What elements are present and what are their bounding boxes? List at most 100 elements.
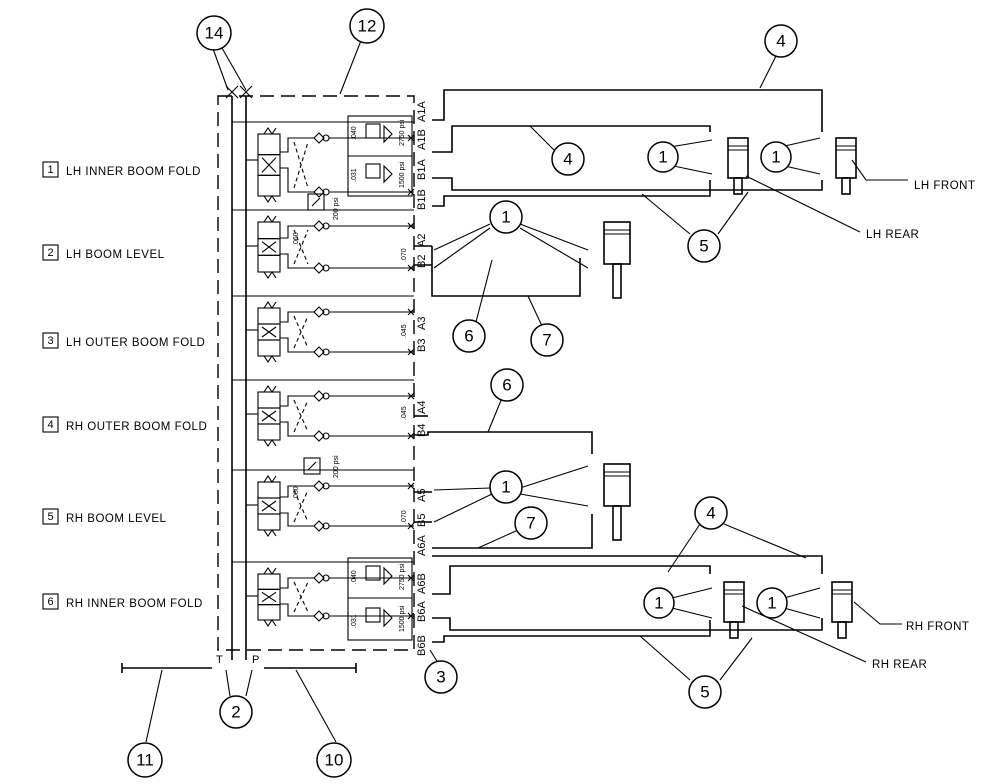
svg-text:7: 7 xyxy=(542,331,551,350)
callout-1: 1 xyxy=(756,587,788,619)
function-number-box xyxy=(42,161,59,178)
orifice-label: .045 xyxy=(401,324,408,338)
svg-text:1: 1 xyxy=(767,594,776,613)
port-label: B6A xyxy=(416,601,428,622)
function-name: LH BOOM LEVEL xyxy=(66,249,165,261)
orifice-label: .060 xyxy=(293,232,300,246)
callout-7: 7 xyxy=(530,323,564,357)
orifice-label: .070 xyxy=(401,248,408,262)
orifice-label: .031 xyxy=(351,614,358,628)
cylinder-label-rh-rear: RH REAR xyxy=(872,659,927,671)
svg-text:1: 1 xyxy=(501,478,510,497)
cylinder-lh-rear xyxy=(727,137,749,195)
plug-x-mark xyxy=(239,85,253,99)
function-name: RH BOOM LEVEL xyxy=(66,513,167,525)
cylinder-lh-front xyxy=(835,137,857,195)
port-label: B4 xyxy=(416,424,428,437)
orifice-label: .060 xyxy=(293,486,300,500)
svg-text:11: 11 xyxy=(136,751,154,770)
relief-label: 1500 psi xyxy=(399,605,406,632)
callout-1: 1 xyxy=(489,200,523,234)
function-number: 5 xyxy=(47,511,53,523)
callout-11: 11 xyxy=(127,742,163,778)
port-label: A6A xyxy=(416,535,428,556)
callout-10: 10 xyxy=(316,742,352,778)
cylinder-rh-front xyxy=(831,581,853,639)
callout-12: 12 xyxy=(349,8,385,44)
relief-block-rh-level: 200 psi xyxy=(303,455,340,478)
function-label-2: 2 LH BOOM LEVEL xyxy=(42,244,165,261)
port-label: B2 xyxy=(416,255,428,268)
cylinders xyxy=(603,137,857,639)
function-label-3: 3 LH OUTER BOOM FOLD xyxy=(42,332,205,349)
leader-lines xyxy=(145,37,821,743)
callout-4: 4 xyxy=(694,496,728,530)
cylinder-labels: LH FRONT LH REAR RH FRONT RH REAR xyxy=(741,159,975,671)
function-number-box xyxy=(42,593,59,610)
relief-block-lh: .040 .031 2750 psi 1500 psi xyxy=(347,115,413,197)
svg-text:4: 4 xyxy=(706,504,715,523)
directional-valve-section xyxy=(232,295,415,363)
callout-1: 1 xyxy=(647,141,679,173)
directional-valve-section xyxy=(232,561,415,627)
plug-x-mark xyxy=(225,85,239,99)
port-label: A5 xyxy=(416,489,428,502)
svg-text:1: 1 xyxy=(654,594,663,613)
port-label: A2 xyxy=(416,234,428,247)
callout-5: 5 xyxy=(687,229,721,263)
cylinder-rh-rear xyxy=(723,581,745,639)
function-number-box xyxy=(42,508,59,525)
port-label: A4 xyxy=(416,401,428,414)
callout-6: 6 xyxy=(490,368,524,402)
relief-label: 2750 psi xyxy=(399,119,406,146)
supply-rails xyxy=(225,85,253,660)
port-label: A1B xyxy=(416,129,428,150)
svg-text:4: 4 xyxy=(563,150,572,169)
svg-text:7: 7 xyxy=(526,514,535,533)
callout-6: 6 xyxy=(452,319,486,353)
callout-4: 4 xyxy=(551,142,585,176)
port-label: B3 xyxy=(416,339,428,352)
callout-1: 1 xyxy=(760,141,792,173)
hose-lines xyxy=(121,89,823,673)
valve-sections xyxy=(232,121,415,627)
valve-block-outline xyxy=(217,95,415,651)
function-number-box xyxy=(42,244,59,261)
relief-label: 200 psi xyxy=(333,197,340,220)
relief-label: 200 psi xyxy=(333,455,340,478)
function-number: 4 xyxy=(47,419,53,431)
svg-text:5: 5 xyxy=(699,237,708,256)
directional-valve-section xyxy=(232,209,415,279)
svg-text:5: 5 xyxy=(700,683,709,702)
svg-text:10: 10 xyxy=(325,751,344,770)
function-number: 2 xyxy=(47,247,53,259)
function-label-4: 4 RH OUTER BOOM FOLD xyxy=(42,416,207,433)
function-number: 3 xyxy=(47,335,53,347)
callout-5: 5 xyxy=(688,675,722,709)
port-label: A3 xyxy=(416,317,428,330)
function-name: RH INNER BOOM FOLD xyxy=(66,598,203,610)
function-number: 6 xyxy=(47,596,53,608)
port-labels: A1A A1B B1A B1B A2 B2 A3 B3 A4 B4 A5 B5 … xyxy=(216,101,428,666)
port-label-tank: T xyxy=(216,654,223,666)
callout-1: 1 xyxy=(643,587,675,619)
cylinder-lh-level xyxy=(603,221,631,299)
cylinder-label-lh-rear: LH REAR xyxy=(866,229,919,241)
relief-block-rh: .040 .031 2750 psi 1500 psi xyxy=(347,557,413,641)
orifice-label: .045 xyxy=(401,406,408,420)
directional-valve-section xyxy=(232,469,415,537)
function-label-5: 5 RH BOOM LEVEL xyxy=(42,508,167,525)
callout-3: 3 xyxy=(424,660,458,694)
svg-text:3: 3 xyxy=(436,668,445,687)
orifice-label: .040 xyxy=(351,126,358,140)
function-number-box xyxy=(42,332,59,349)
function-label-1: 1 LH INNER BOOM FOLD xyxy=(42,161,201,178)
relief-label: 1500 psi xyxy=(399,161,406,188)
svg-text:1: 1 xyxy=(771,148,780,167)
function-name: LH INNER BOOM FOLD xyxy=(66,166,201,178)
callout-14: 14 xyxy=(196,15,232,51)
callout-7: 7 xyxy=(514,506,548,540)
function-name: LH OUTER BOOM FOLD xyxy=(66,337,205,349)
port-label: B5 xyxy=(416,514,428,527)
callout-1: 1 xyxy=(489,470,523,504)
